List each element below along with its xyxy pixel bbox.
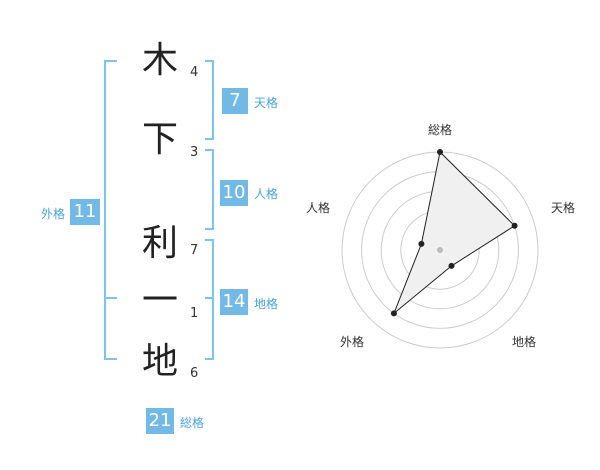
jinkaku-label: 人格: [254, 187, 279, 201]
surname-char-1: 木: [141, 40, 178, 81]
soukaku-score: 21: [146, 408, 174, 434]
radar-axis-label-soukaku: 総格: [428, 122, 452, 137]
radar-point-2: [511, 222, 518, 229]
soukaku-label: 総格: [180, 416, 205, 430]
surname-char-2: 下: [141, 119, 178, 160]
placeholder-char: 地: [141, 341, 178, 382]
tenkaku-score: 7: [222, 88, 248, 114]
radar-axis-label-tenkaku: 天格: [551, 200, 575, 215]
radar-axis-label-gaikaku: 外格: [340, 334, 364, 349]
chikaku-label: 地格: [254, 297, 279, 311]
given-char-1: 利: [141, 223, 178, 264]
radar-points: [390, 149, 518, 317]
radar-axis-label-jinkaku: 人格: [306, 200, 330, 215]
radar-point-5: [418, 240, 425, 247]
surname-char-1-strokes: 4: [190, 65, 199, 80]
jinkaku-score: 10: [220, 180, 248, 206]
radar-shape: [393, 150, 516, 314]
tenkaku-bracket: [205, 60, 214, 140]
radar-axis-label-chikaku: 地格: [512, 334, 536, 349]
jinkaku-bracket: [205, 149, 214, 230]
chikaku-bracket: [205, 239, 214, 360]
placeholder-char-strokes: 6: [190, 366, 199, 381]
surname-char-2-strokes: 3: [190, 145, 199, 160]
tenkaku-label: 天格: [254, 96, 279, 110]
radar-point-1: [437, 149, 443, 155]
given-char-2-strokes: 1: [190, 306, 199, 321]
given-char-2: 一: [141, 280, 178, 321]
radar-point-3: [448, 262, 455, 269]
given-char-1-strokes: 7: [190, 243, 199, 258]
radar-point-4: [390, 310, 397, 317]
radar-center-dot: [437, 247, 443, 253]
gaikaku-score: 11: [70, 199, 100, 225]
chikaku-score: 14: [220, 289, 248, 315]
gaikaku-label: 外格: [41, 207, 66, 221]
gaikaku-bracket: [104, 60, 117, 360]
